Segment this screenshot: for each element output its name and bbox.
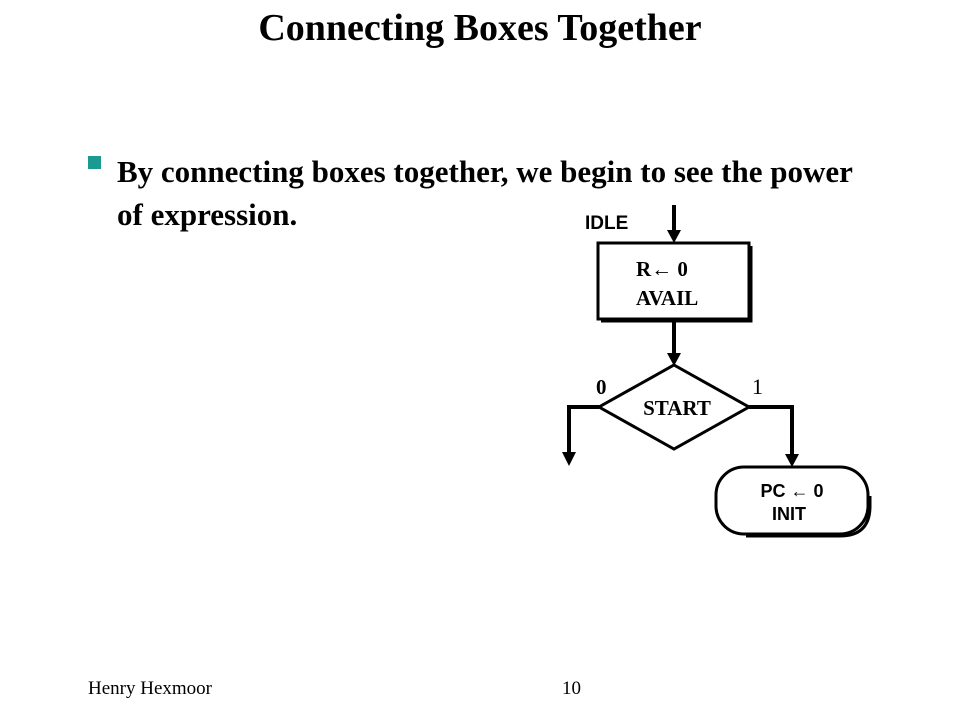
box-to-decision-arrowhead-icon [667, 353, 681, 366]
footer-author: Henry Hexmoor [88, 678, 212, 699]
branch-true-label: 1 [752, 374, 763, 399]
state-idle-line1: R← 0 [636, 257, 688, 281]
decision-diamond [595, 363, 753, 451]
state-box-idle [596, 241, 751, 321]
state-box-init [714, 465, 870, 536]
branch-true-arrowhead-icon [785, 454, 799, 467]
slide-title: Connecting Boxes Together [258, 7, 702, 49]
branch-false-arrow [567, 405, 599, 455]
state-idle-line2: AVAIL [636, 286, 698, 310]
state-init-line1: PC ← 0 [760, 481, 823, 501]
footer-page-number: 10 [562, 678, 581, 699]
bullet-text: By connecting boxes together, we begin t… [117, 154, 853, 232]
entry-arrowhead-icon [667, 230, 681, 243]
square-bullet-icon [88, 156, 101, 169]
branch-false-label: 0 [596, 375, 607, 399]
branch-true-arrow [749, 405, 794, 457]
state-init-name: INIT [772, 504, 806, 524]
state-idle-name: IDLE [585, 213, 628, 234]
decision-label: START [643, 396, 711, 420]
branch-false-arrowhead-icon [562, 452, 576, 466]
bullet-item: By connecting boxes together, we begin t… [88, 150, 868, 236]
